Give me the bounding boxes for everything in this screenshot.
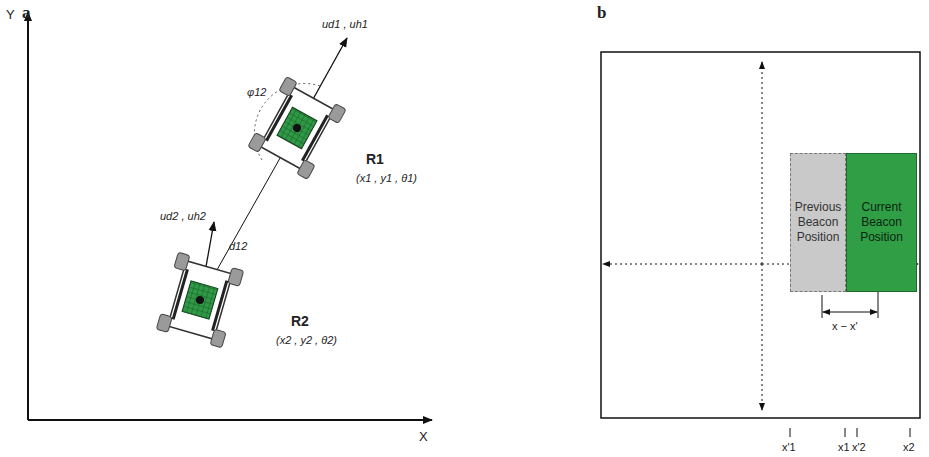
text-label: ud1 , uh1 [322, 18, 368, 30]
beacon-label: Current Beacon Position [851, 200, 912, 245]
text-label: (x2 , y2 , θ2) [276, 334, 337, 346]
text-label: R2 [291, 314, 309, 329]
text-label: φ12 [247, 86, 266, 98]
text-label: x2 [903, 441, 915, 453]
beacon-box: Previous Beacon Position [790, 153, 846, 292]
beacon-label: Previous Beacon Position [795, 200, 842, 245]
text-label: X [419, 430, 428, 444]
text-label: d12 [229, 240, 247, 252]
text-label: ud2 , uh2 [160, 210, 206, 222]
beacon-box: Current Beacon Position [846, 153, 917, 292]
text-label: R1 [366, 152, 384, 167]
text-label: x1 [838, 441, 850, 453]
text-label: a [22, 4, 31, 23]
text-label: x − x' [832, 320, 858, 332]
text-label: (x1 , y1 , θ1) [356, 172, 417, 184]
text-label: x'2 [852, 441, 866, 453]
text-label: x'1 [782, 441, 796, 453]
text-label: Y [6, 8, 15, 22]
text-label: b [597, 4, 606, 23]
